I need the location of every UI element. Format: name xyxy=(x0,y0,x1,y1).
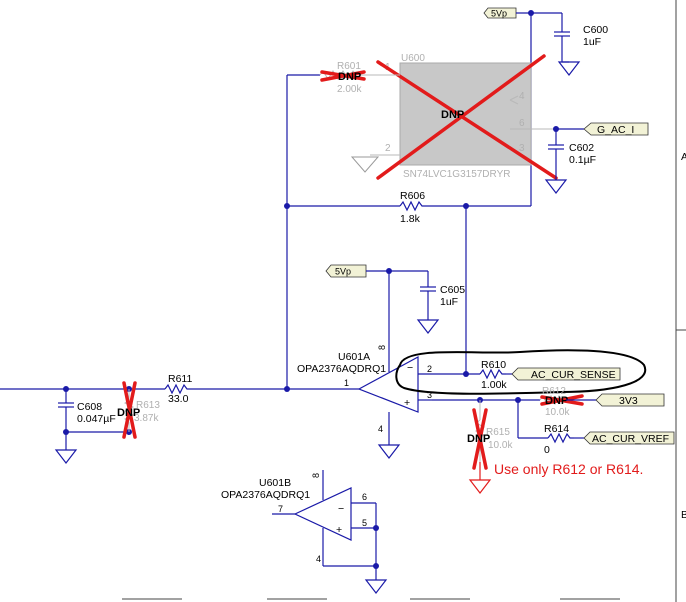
svg-text:R606: R606 xyxy=(400,190,425,202)
svg-text:1uF: 1uF xyxy=(583,36,601,48)
svg-text:OPA2376AQDRQ1: OPA2376AQDRQ1 xyxy=(221,489,310,501)
dnp-marker: DNP xyxy=(338,71,361,83)
svg-text:2.00k: 2.00k xyxy=(337,84,362,95)
net-label-ac-cur-sense: AC_CUR_SENSE xyxy=(511,367,621,381)
svg-text:8: 8 xyxy=(311,473,321,478)
svg-text:U600: U600 xyxy=(401,53,425,64)
svg-text:1uF: 1uF xyxy=(440,296,458,308)
ground-symbol xyxy=(364,579,388,594)
opamp-u601a: − + U601A OPA2376AQDRQ1 1 2 3 4 8 xyxy=(297,345,432,434)
svg-text:1.8k: 1.8k xyxy=(400,213,421,225)
svg-text:R614: R614 xyxy=(544,423,569,435)
svg-text:33.0: 33.0 xyxy=(168,393,189,405)
svg-text:2: 2 xyxy=(385,143,391,154)
svg-text:+: + xyxy=(336,524,342,536)
sheet-zone-letter: B xyxy=(681,509,686,521)
svg-text:3: 3 xyxy=(519,143,525,154)
svg-text:U601A: U601A xyxy=(338,351,370,363)
ground-symbol xyxy=(468,479,492,494)
svg-text:R613: R613 xyxy=(136,400,160,411)
svg-text:R615: R615 xyxy=(486,427,510,438)
resistor-r614: R614 0 xyxy=(544,423,574,456)
usage-note: Use only R612 or R614. xyxy=(494,461,643,477)
svg-text:3.87k: 3.87k xyxy=(134,413,159,424)
svg-text:C600: C600 xyxy=(583,24,608,36)
capacitor-c602: C602 0.1µF xyxy=(548,142,596,180)
svg-text:1.00k: 1.00k xyxy=(481,379,507,391)
svg-text:AC_CUR_VREF: AC_CUR_VREF xyxy=(592,433,669,445)
svg-text:−: − xyxy=(407,362,413,374)
net-label-5vp-top: 5Vp xyxy=(483,7,517,19)
svg-text:OPA2376AQDRQ1: OPA2376AQDRQ1 xyxy=(297,363,386,375)
svg-text:C608: C608 xyxy=(77,401,102,413)
svg-text:4: 4 xyxy=(316,554,321,564)
svg-text:4: 4 xyxy=(378,424,383,434)
ground-symbol xyxy=(557,61,581,76)
svg-text:C605: C605 xyxy=(440,284,465,296)
svg-text:10.0k: 10.0k xyxy=(488,440,513,451)
svg-text:0.1µF: 0.1µF xyxy=(569,154,596,166)
capacitor-c608: C608 0.047µF xyxy=(58,401,116,432)
resistor-r611: R611 33.0 xyxy=(164,373,192,405)
opamp-u601b: − + U601B OPA2376AQDRQ1 7 6 5 4 8 xyxy=(221,473,367,564)
ground-symbol xyxy=(544,179,568,194)
ground-symbol xyxy=(416,319,440,334)
net-label-3v3: 3V3 xyxy=(595,393,665,407)
svg-text:10.0k: 10.0k xyxy=(545,407,570,418)
svg-text:R610: R610 xyxy=(481,359,506,371)
net-label-g-ac-i: G_AC_I xyxy=(583,122,649,136)
svg-text:6: 6 xyxy=(362,492,367,502)
ground-symbol xyxy=(54,449,78,464)
svg-text:6: 6 xyxy=(519,118,525,129)
resistor-r606: R606 1.8k xyxy=(399,190,425,225)
capacitor-c600: C600 1uF xyxy=(554,24,608,62)
svg-text:−: − xyxy=(338,503,344,515)
svg-text:2: 2 xyxy=(427,364,432,374)
svg-text:C602: C602 xyxy=(569,142,594,154)
svg-text:5Vp: 5Vp xyxy=(335,267,351,277)
svg-text:SN74LVC1G3157DRYR: SN74LVC1G3157DRYR xyxy=(403,169,510,180)
dnp-marker: DNP xyxy=(117,407,140,419)
net-label-5vp-amp: 5Vp xyxy=(325,264,367,278)
svg-text:AC_CUR_SENSE: AC_CUR_SENSE xyxy=(531,369,616,381)
dnp-marker: DNP xyxy=(545,395,568,407)
highlight-loop xyxy=(395,349,647,395)
svg-text:R611: R611 xyxy=(168,373,192,385)
svg-text:7: 7 xyxy=(278,504,283,514)
svg-text:3V3: 3V3 xyxy=(619,395,638,407)
svg-text:G_AC_I: G_AC_I xyxy=(597,124,634,136)
svg-text:1: 1 xyxy=(344,378,349,388)
resistor-r610: R610 1.00k xyxy=(479,359,507,391)
svg-text:8: 8 xyxy=(377,345,387,350)
svg-text:3: 3 xyxy=(427,390,432,400)
svg-text:4: 4 xyxy=(519,91,525,102)
svg-text:R612: R612 xyxy=(542,386,566,397)
svg-text:5: 5 xyxy=(362,518,367,528)
ground-symbol xyxy=(377,444,401,459)
svg-text:R601: R601 xyxy=(337,61,361,72)
dnp-marker: DNP xyxy=(467,433,490,445)
sheet-zone-letter: A xyxy=(681,151,686,163)
dnp-marker: DNP xyxy=(441,109,464,121)
capacitor-c605: C605 1uF xyxy=(420,284,465,320)
net-label-ac-cur-vref: AC_CUR_VREF xyxy=(583,431,675,445)
svg-text:U601B: U601B xyxy=(259,477,291,489)
svg-text:0: 0 xyxy=(544,444,550,456)
ground-symbol xyxy=(350,156,380,173)
svg-text:+: + xyxy=(404,397,410,409)
svg-text:5Vp: 5Vp xyxy=(491,9,507,19)
svg-text:0.047µF: 0.047µF xyxy=(77,413,116,425)
